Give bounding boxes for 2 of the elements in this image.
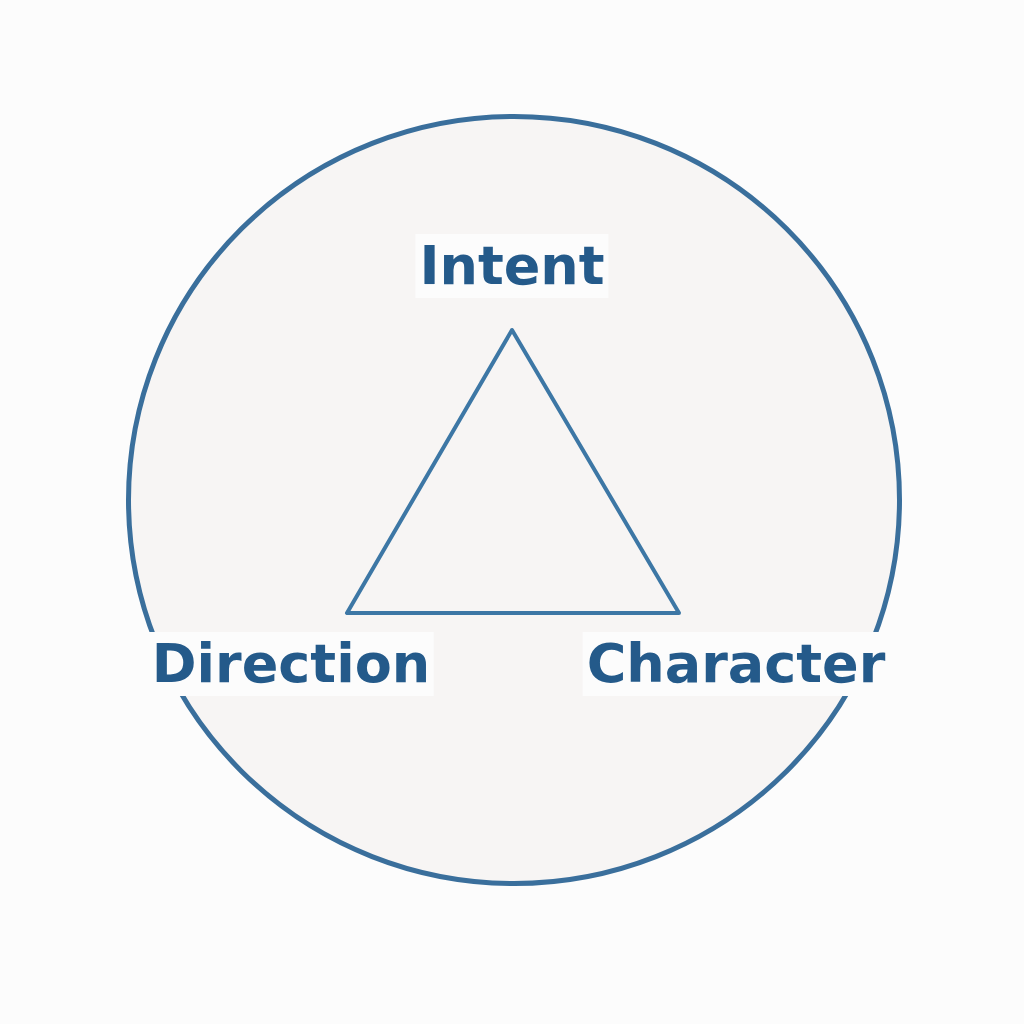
vertex-label: Direction bbox=[147, 632, 435, 696]
vertex-label: Intent bbox=[415, 234, 609, 298]
